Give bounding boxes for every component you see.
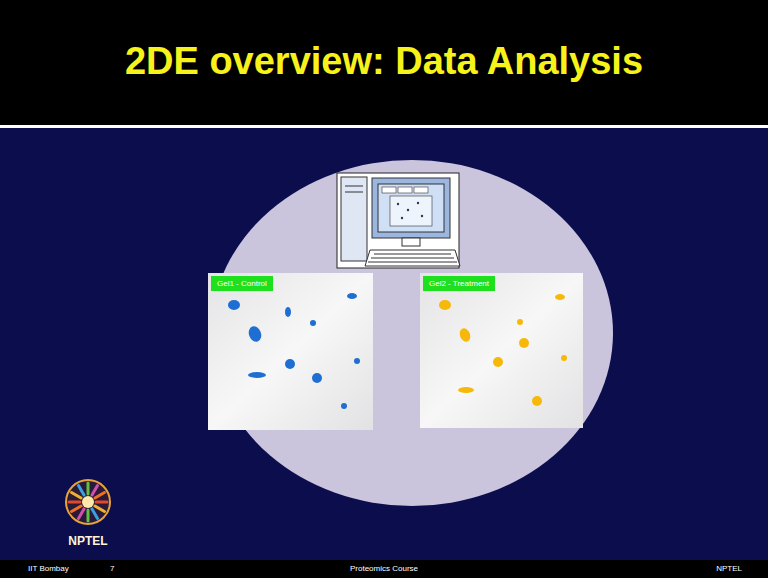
footer-bar [0,560,768,578]
gel-label: Gel1 - Control [211,276,273,291]
slide-title: 2DE overview: Data Analysis [0,40,768,83]
gel-treatment-image [420,273,583,428]
gel-panel: Gel1 - Control [208,273,373,430]
gel-panel: Gel2 - Treatment [420,273,583,428]
gel-control-image [208,273,373,430]
footer-brand: NPTEL [716,564,742,573]
nptel-logo [66,480,110,524]
logo-text: NPTEL [68,534,107,548]
gel-label: Gel2 - Treatment [423,276,495,291]
footer-course: Proteomics Course [350,564,418,573]
computer-icon [337,173,460,268]
slide-number: 7 [110,564,114,573]
title-rule [0,125,768,128]
footer-institute: IIT Bombay [28,564,69,573]
title-bar [0,0,768,125]
